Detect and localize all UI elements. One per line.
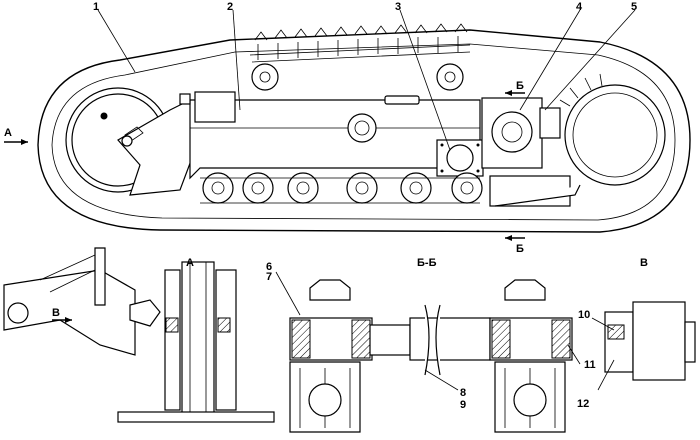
track-frame bbox=[179, 91, 481, 180]
view-a bbox=[3, 247, 275, 423]
view-label-a-arrow: А bbox=[4, 127, 12, 139]
callout-11: 11 bbox=[584, 359, 596, 371]
drive-sprocket bbox=[559, 73, 666, 186]
callout-5: 5 bbox=[631, 1, 637, 13]
callout-2: 2 bbox=[227, 1, 233, 13]
view-title-bb: Б-Б bbox=[417, 257, 437, 269]
carrier-roller-right bbox=[436, 63, 464, 91]
view-title-v: В bbox=[640, 257, 648, 269]
main-side-view bbox=[4, 9, 691, 241]
track-rollers bbox=[200, 172, 483, 204]
section-label-b-upper: Б bbox=[516, 80, 524, 92]
carrier-roller-left bbox=[251, 63, 279, 91]
view-title-a: А bbox=[186, 257, 194, 269]
callout-6: 6 bbox=[266, 261, 272, 273]
track-chain-outer bbox=[37, 29, 691, 233]
callout-3: 3 bbox=[395, 1, 401, 13]
callout-7: 7 bbox=[266, 271, 272, 283]
callout-1: 1 bbox=[93, 1, 99, 13]
callout-10: 10 bbox=[578, 309, 590, 321]
callout-8: 8 bbox=[460, 387, 466, 399]
track-chain-inner bbox=[51, 43, 676, 221]
callout-9: 9 bbox=[460, 399, 466, 411]
view-label-v-arrow: В bbox=[52, 307, 60, 319]
tensioner-bracket bbox=[117, 99, 196, 196]
callout-12: 12 bbox=[577, 398, 589, 410]
section-bb bbox=[275, 271, 581, 433]
leader-lines bbox=[97, 9, 636, 151]
view-v bbox=[591, 301, 696, 391]
section-label-b-lower: Б bbox=[516, 243, 524, 255]
track-grousers bbox=[249, 23, 471, 63]
final-drive-hub bbox=[436, 139, 484, 177]
drive-housing bbox=[481, 97, 581, 207]
callout-4: 4 bbox=[576, 1, 583, 13]
